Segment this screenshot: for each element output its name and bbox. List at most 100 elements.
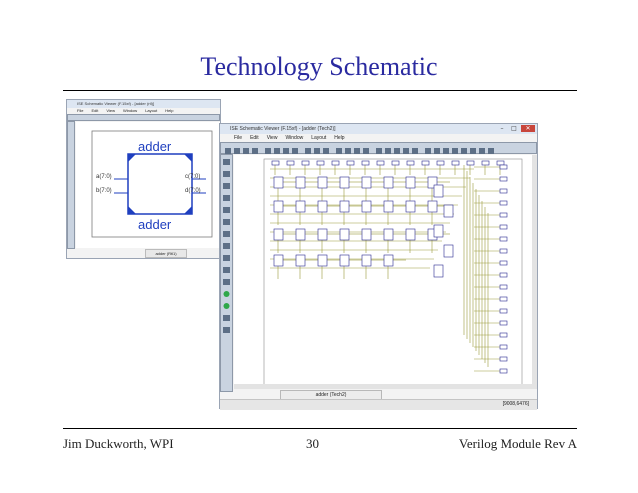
output-buffer-cell: [499, 176, 508, 182]
rtl-toolbar: [67, 114, 220, 121]
output-buffer-cell: [499, 284, 508, 290]
rtl-menu-view[interactable]: View: [106, 108, 115, 113]
close-button[interactable]: ✕: [521, 125, 535, 132]
lut-cell: [361, 228, 372, 241]
rtl-menu-layout[interactable]: Layout: [145, 108, 158, 113]
output-buffer-cell: [499, 188, 508, 194]
input-buffer-cell: [466, 160, 475, 166]
rtl-schematic-window[interactable]: ISE Schematic Viewer (F.15xf) - [adder (…: [66, 99, 221, 259]
output-buffer-cell: [499, 320, 508, 326]
input-buffer-cell: [391, 160, 400, 166]
port-a-label: a(7:0): [96, 174, 112, 180]
tech-menu-help[interactable]: Help: [334, 135, 345, 141]
lut-cell: [317, 254, 328, 267]
input-buffer-cell: [286, 160, 295, 166]
vertical-scrollbar[interactable]: [532, 155, 537, 384]
symbol-corner-tr: [184, 154, 192, 162]
lut-cell: [273, 228, 284, 241]
tech-menu-layout[interactable]: Layout: [311, 135, 327, 141]
output-buffer-cell: [499, 212, 508, 218]
output-buffer-cell: [499, 260, 508, 266]
lut-cell: [427, 176, 438, 189]
carry-cell: [433, 184, 444, 198]
rtl-menu-window[interactable]: Window: [122, 108, 138, 113]
output-buffer-cell: [499, 296, 508, 302]
lut-cell: [273, 176, 284, 189]
tech-menu-window[interactable]: Window: [285, 135, 304, 141]
tech-menu-edit[interactable]: Edit: [250, 135, 259, 141]
tech-menu-file[interactable]: File: [234, 135, 243, 141]
output-buffer-cell: [499, 236, 508, 242]
symbol-corner-tl: [128, 154, 136, 162]
lut-cell: [273, 200, 284, 213]
tech-canvas[interactable]: [234, 155, 537, 389]
carry-cell: [433, 264, 444, 278]
rtl-menu-file[interactable]: File: [77, 108, 84, 113]
output-buffer-cell: [499, 164, 508, 170]
rtl-menu-edit[interactable]: Edit: [91, 108, 99, 113]
input-buffer-cell: [451, 160, 460, 166]
output-buffer-cell: [499, 200, 508, 206]
left-toolbar-icons: [223, 159, 230, 333]
rtl-symbol-graphic: [91, 130, 213, 238]
lut-cell: [317, 176, 328, 189]
input-buffer-cell: [421, 160, 430, 166]
horizontal-scrollbar[interactable]: [234, 384, 537, 389]
carry-cell: [433, 224, 444, 238]
input-buffer-cell: [376, 160, 385, 166]
status-bar: [9008,6476]: [220, 399, 537, 410]
tech-schematic-window[interactable]: ISE Schematic Viewer (F.15xf) - [adder (…: [219, 123, 538, 410]
lut-cell: [405, 176, 416, 189]
lut-cell: [405, 200, 416, 213]
input-buffer-cell: [496, 160, 505, 166]
input-buffer-cell: [316, 160, 325, 166]
output-buffer-cell: [499, 308, 508, 314]
symbol-corner-bl: [128, 206, 136, 214]
symbol-name-bottom: adder: [138, 217, 172, 232]
title-rule: [63, 90, 577, 91]
lut-cell: [295, 228, 306, 241]
lut-cell: [339, 228, 350, 241]
technology-netlist-graphic: [263, 158, 523, 386]
toolbar-icons: [225, 148, 494, 154]
output-buffer-cell: [499, 248, 508, 254]
rtl-canvas[interactable]: adder adder a(7:0) b(7:0) c(7:0) d(7:0): [76, 122, 220, 248]
slide-title: Technology Schematic: [200, 52, 438, 81]
output-buffer-cell: [499, 344, 508, 350]
input-buffer-cell: [406, 160, 415, 166]
rtl-tab[interactable]: adder (Rtl1): [145, 249, 187, 258]
tech-window-title: ISE Schematic Viewer (F.15xf) - [adder (…: [230, 126, 336, 132]
lut-cell: [317, 200, 328, 213]
lut-cell: [405, 228, 416, 241]
lut-cell: [273, 254, 284, 267]
output-buffer-cell: [499, 356, 508, 362]
input-buffer-cell: [271, 160, 280, 166]
output-buffer-cell: [499, 272, 508, 278]
lut-cell: [295, 176, 306, 189]
maximize-button[interactable]: □: [511, 125, 517, 132]
footer-author: Jim Duckworth, WPI: [63, 436, 174, 451]
port-c-label: c(7:0): [185, 174, 201, 180]
lut-cell: [339, 200, 350, 213]
lut-cell: [383, 176, 394, 189]
rtl-menu-help[interactable]: Help: [165, 108, 174, 113]
lut-cell: [383, 228, 394, 241]
symbol-name-top: adder: [138, 139, 172, 154]
footer-course: Verilog Module Rev A: [458, 436, 577, 451]
tech-menu-bar: File Edit View Window Layout Help: [220, 134, 537, 142]
carry-cell: [443, 204, 454, 218]
rtl-window-titlebar[interactable]: ISE Schematic Viewer (F.15xf) - [adder (…: [67, 100, 220, 108]
tech-window-titlebar[interactable]: ISE Schematic Viewer (F.15xf) - [adder (…: [220, 124, 537, 134]
input-buffer-cell: [436, 160, 445, 166]
lut-cell: [361, 200, 372, 213]
port-d-label: d(7:0): [185, 188, 201, 194]
rtl-left-toolbar: [67, 121, 75, 249]
tech-sheet-border: [263, 158, 523, 386]
tech-menu-view[interactable]: View: [266, 135, 278, 141]
output-buffer-cell: [499, 224, 508, 230]
lut-cell: [339, 254, 350, 267]
rtl-sheet-border: [91, 130, 213, 238]
output-buffer-cell: [499, 332, 508, 338]
minimize-button[interactable]: –: [500, 125, 504, 132]
tech-toolbar: [220, 142, 537, 154]
